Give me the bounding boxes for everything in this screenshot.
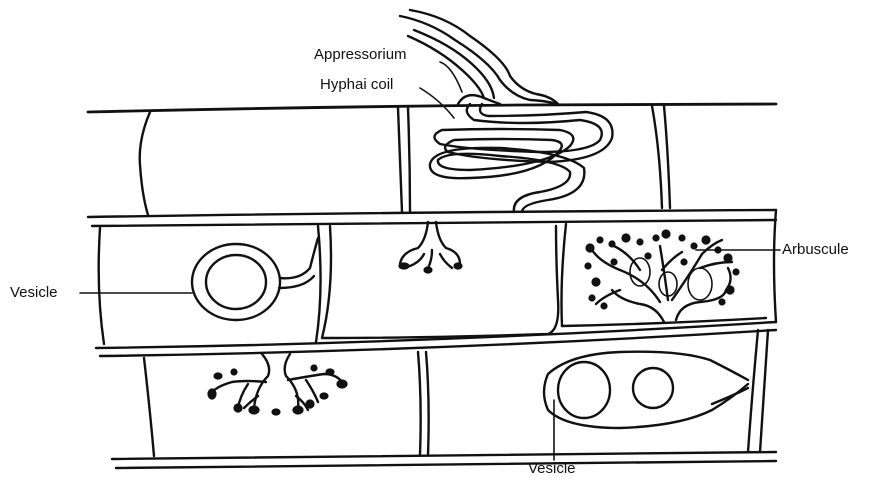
vesicle-bottom — [544, 352, 748, 428]
label-appressorium: Appressorium — [314, 47, 407, 62]
label-hyphal-coil: Hyphai coil — [320, 77, 393, 92]
hyphal-coil — [430, 104, 613, 212]
large-arbuscule — [585, 230, 739, 322]
row-3-cells — [144, 330, 768, 456]
bottom-arbuscule — [208, 354, 347, 415]
small-arbuscule — [399, 222, 462, 273]
label-arbuscule: Arbuscule — [782, 242, 849, 257]
label-vesicle-bottom: Vesicle — [528, 461, 576, 476]
label-vesicle-left: Vesicle — [10, 285, 58, 300]
hyphal-coil-pointer — [420, 88, 454, 118]
vesicle-left — [192, 238, 318, 320]
